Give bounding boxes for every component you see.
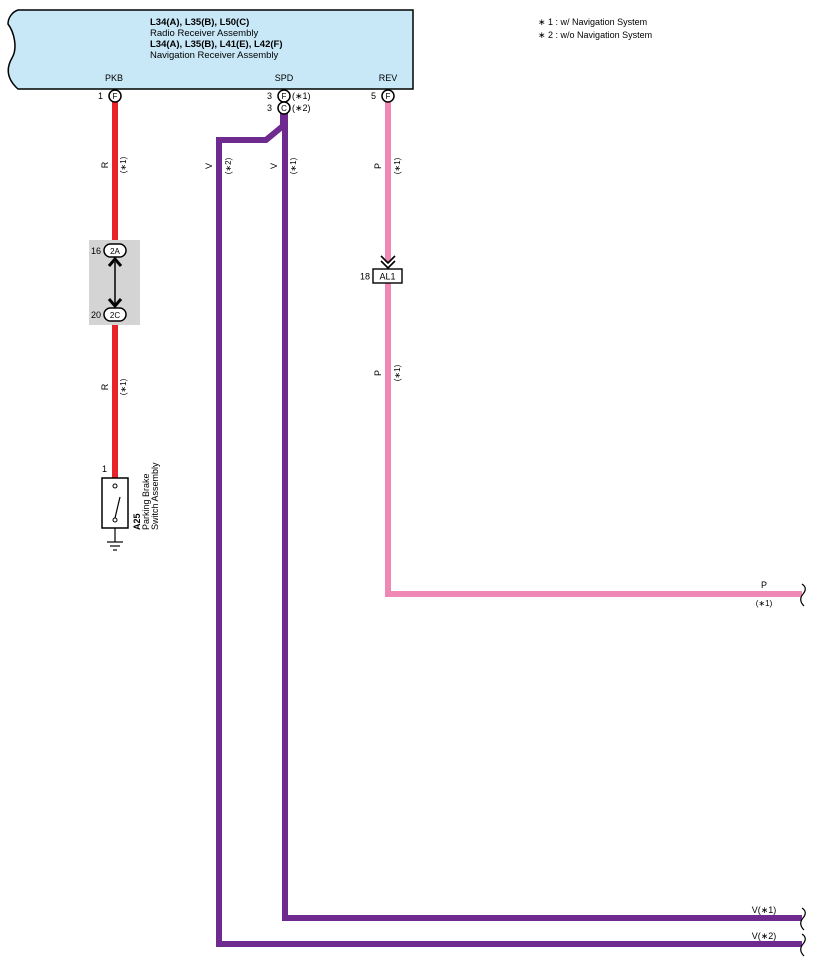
- al1-label: AL1: [379, 272, 395, 282]
- pkb-terminal: [108, 89, 122, 103]
- junction-2c-label: 2C: [110, 311, 120, 320]
- v1-wire-color: V: [269, 163, 279, 169]
- terminal-name-rev: REV: [379, 73, 398, 83]
- v2-wire-color: V: [204, 163, 214, 169]
- wire-purple-v2: [216, 113, 802, 947]
- junction-2c-badge: [103, 307, 127, 322]
- junction-2a-badge: [103, 243, 127, 258]
- wire-pink-lower: [385, 283, 802, 597]
- pink-wire-color-upper: P: [373, 163, 383, 169]
- header-line2: Radio Receiver Assembly: [150, 28, 258, 39]
- rev-terminal: [381, 89, 395, 103]
- wire-purple-v1: [282, 113, 802, 921]
- pink-out-label: P: [761, 580, 767, 590]
- pkb-pin: 1: [98, 91, 103, 101]
- switch-contact-bottom: [112, 517, 118, 523]
- spd2-note: (∗2): [292, 103, 311, 113]
- switch-pin: 1: [102, 464, 107, 474]
- header-line1: L34(A), L35(B), L50(C): [150, 17, 249, 28]
- wire-break-v2: [800, 933, 806, 957]
- switch-name-2: Switch Assembly: [150, 462, 160, 530]
- junction-2c-pin: 20: [91, 310, 101, 320]
- v1-wire-note: (∗1): [289, 157, 298, 174]
- al1-pin: 18: [360, 272, 370, 282]
- spd2-conn: C: [281, 104, 287, 113]
- junction-arrow-down: [107, 298, 123, 309]
- v2-out-label: V(∗2): [752, 931, 777, 941]
- switch-blade: [114, 496, 121, 519]
- legend-note-1: ∗ 1 : w/ Navigation System: [538, 17, 647, 27]
- switch-code: A25: [132, 513, 142, 530]
- junction-2a-pin: 16: [91, 246, 101, 256]
- red-wire-note-lower: (∗1): [119, 378, 128, 395]
- red-wire-color-upper: R: [100, 161, 110, 168]
- spd2-terminal: [277, 101, 291, 115]
- pink-out-note: (∗1): [756, 599, 773, 608]
- terminal-name-pkb: PKB: [105, 73, 123, 83]
- spd1-pin: 3: [267, 91, 272, 101]
- switch-contact-top: [112, 483, 118, 489]
- header-line4: Navigation Receiver Assembly: [150, 50, 279, 61]
- v1-out-label: V(∗1): [752, 905, 777, 915]
- spd1-conn: F: [282, 92, 287, 101]
- pink-wire-note-lower: (∗1): [393, 364, 402, 381]
- wire-break-pink: [800, 583, 806, 607]
- al1-box: [372, 268, 403, 284]
- pink-wire-color-lower: P: [373, 370, 383, 376]
- al1-arrow-bottom: [380, 260, 396, 270]
- legend-note-2: ∗ 2 : w/o Navigation System: [538, 30, 652, 40]
- junction-2a-label: 2A: [110, 247, 120, 256]
- switch-name-1: Parking Brake: [141, 473, 151, 530]
- red-wire-note-upper: (∗1): [119, 156, 128, 173]
- junction-arrow-up: [107, 256, 123, 267]
- v2-wire-note: (∗2): [224, 157, 233, 174]
- spd2-pin: 3: [267, 103, 272, 113]
- receiver-assembly-box: [7, 9, 414, 90]
- spd1-note: (∗1): [292, 91, 311, 101]
- rev-pin: 5: [371, 91, 376, 101]
- red-wire-color-lower: R: [100, 383, 110, 390]
- al1-arrow-top: [380, 255, 396, 265]
- pkb-conn: F: [113, 92, 118, 101]
- wire-break-v1: [800, 907, 806, 931]
- header-line3: L34(A), L35(B), L41(E), L42(F): [150, 39, 283, 50]
- rev-conn: F: [386, 92, 391, 101]
- pink-wire-note-upper: (∗1): [393, 157, 402, 174]
- terminal-name-spd: SPD: [275, 73, 294, 83]
